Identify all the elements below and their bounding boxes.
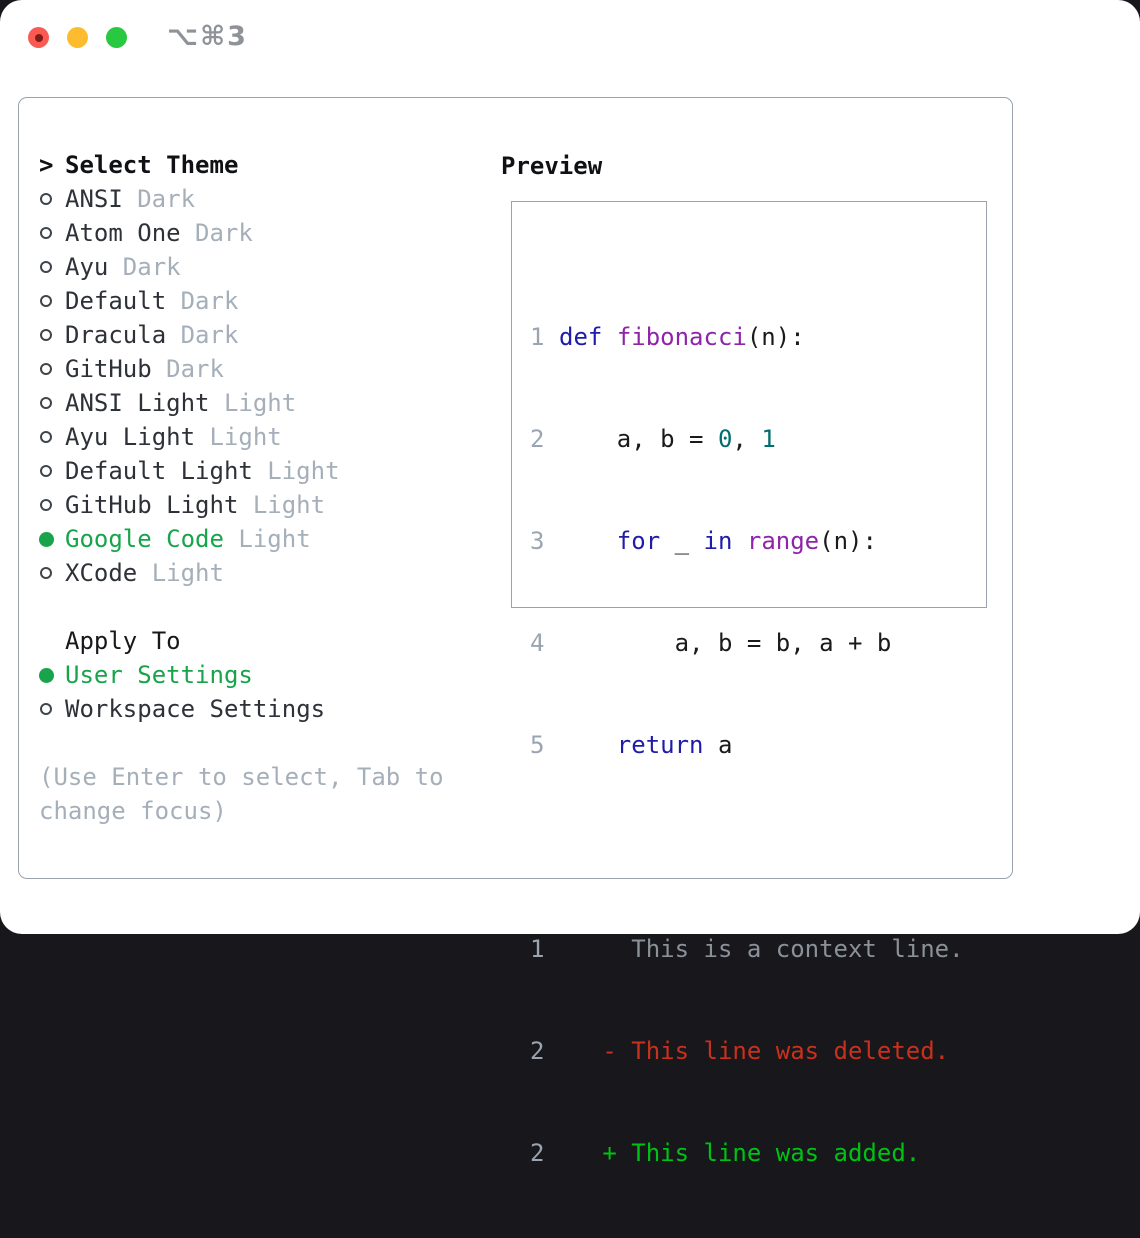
theme-option-atom-one-dark[interactable]: Atom One Dark [39, 216, 479, 250]
apply-option-workspace-settings[interactable]: Workspace Settings [39, 692, 479, 726]
close-dot-icon [34, 33, 43, 42]
theme-option-ayu-light[interactable]: Ayu Light Light [39, 420, 479, 454]
selected-radio-icon [39, 531, 54, 547]
radio-icon [40, 329, 52, 341]
radio-icon [40, 465, 52, 477]
radio-icon [40, 193, 52, 205]
minimize-button[interactable] [67, 27, 88, 48]
radio-icon [40, 261, 52, 273]
code-line: 4 a, b = b, a + b [530, 629, 892, 657]
selected-radio-icon [39, 667, 54, 683]
select-theme-title: Select Theme [65, 151, 239, 179]
radio-icon [40, 295, 52, 307]
theme-panel: > Select Theme ANSI Dark Atom One Dark A… [39, 148, 479, 828]
select-theme-header: > Select Theme [39, 148, 479, 182]
theme-option-default-dark[interactable]: Default Dark [39, 284, 479, 318]
theme-option-github-dark[interactable]: GitHub Dark [39, 352, 479, 386]
maximize-button[interactable] [106, 27, 127, 48]
theme-option-default-light[interactable]: Default Light Light [39, 454, 479, 488]
radio-icon [40, 499, 52, 511]
radio-icon [40, 431, 52, 443]
help-text-line1: (Use Enter to select, Tab to [39, 763, 444, 791]
apply-to-title: Apply To [65, 627, 181, 655]
close-button[interactable] [28, 27, 49, 48]
cursor-icon: > [39, 151, 54, 179]
preview-title: Preview [501, 152, 603, 180]
theme-option-xcode-light[interactable]: XCode Light [39, 556, 479, 590]
theme-option-ansi-dark[interactable]: ANSI Dark [39, 182, 479, 216]
app-window: ⌥⌘3 > Select Theme ANSI Dark Atom One Da… [0, 0, 1140, 1167]
code-line: 2 a, b = 0, 1 [530, 425, 776, 453]
theme-option-ansi-light[interactable]: ANSI Light Light [39, 386, 479, 420]
radio-icon [40, 227, 52, 239]
radio-icon [40, 567, 52, 579]
window-title: ⌥⌘3 [167, 21, 248, 52]
apply-option-user-settings[interactable]: User Settings [39, 658, 479, 692]
theme-option-github-light[interactable]: GitHub Light Light [39, 488, 479, 522]
theme-option-google-code-light[interactable]: Google Code Light [39, 522, 479, 556]
apply-to-header: Apply To [39, 624, 479, 658]
code-line: 5 return a [530, 731, 733, 759]
diff-added-line: 2 + This line was added. [530, 1139, 921, 1167]
code-line: 3 for _ in range(n): [530, 527, 877, 555]
radio-icon [40, 703, 52, 715]
help-text-line2: change focus) [39, 797, 227, 825]
theme-option-ayu-dark[interactable]: Ayu Dark [39, 250, 479, 284]
diff-context-line: 1 This is a context line. [530, 935, 964, 963]
diff-deleted-line: 2 - This line was deleted. [530, 1037, 950, 1065]
app-frame: > Select Theme ANSI Dark Atom One Dark A… [18, 97, 1013, 1167]
radio-icon [40, 397, 52, 409]
radio-icon [40, 363, 52, 375]
theme-option-dracula-dark[interactable]: Dracula Dark [39, 318, 479, 352]
code-blank-line [530, 830, 964, 864]
